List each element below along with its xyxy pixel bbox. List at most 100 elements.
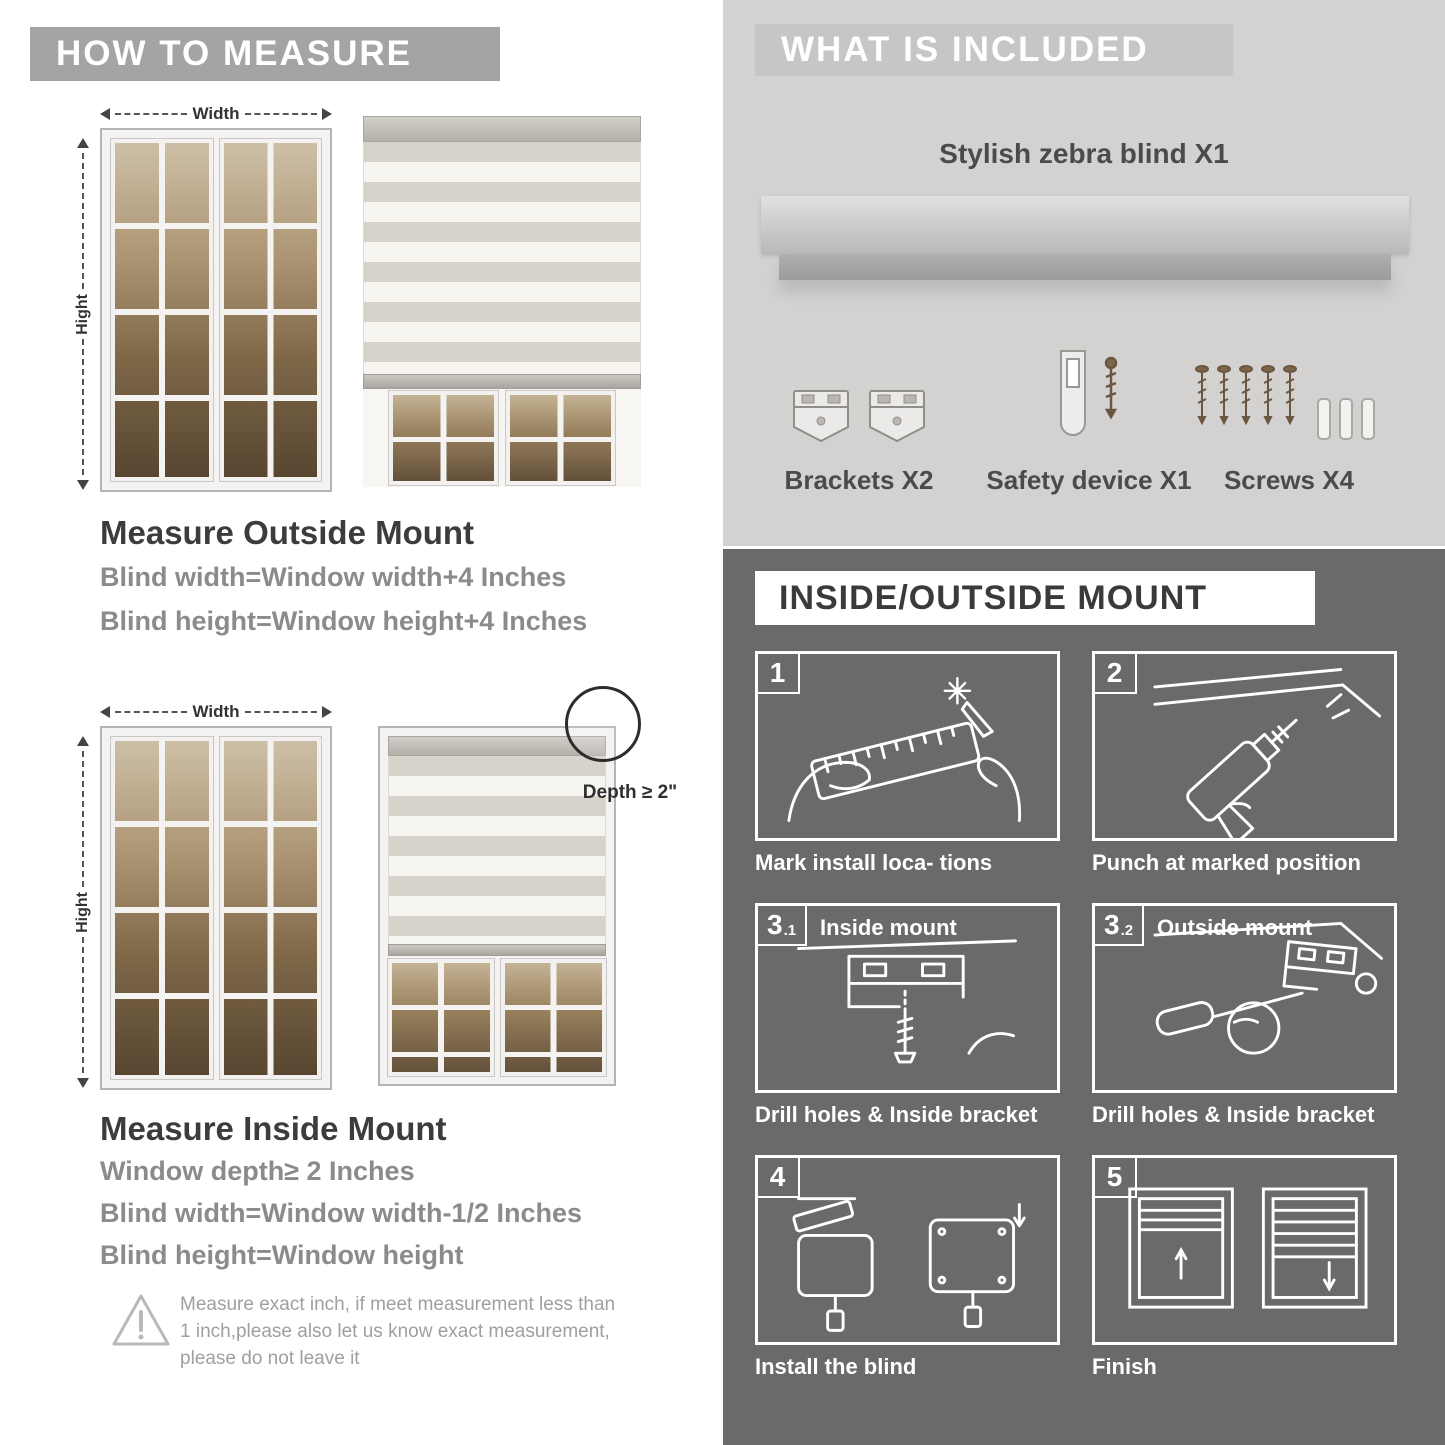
step-3-2-panel: 3.2 Outside mount — [1092, 903, 1397, 1093]
window-sash — [506, 391, 615, 485]
window-below-blind — [363, 389, 641, 487]
what-is-included-banner: WHAT IS INCLUDED — [755, 24, 1233, 76]
blind-bottom-rail — [388, 944, 606, 956]
how-to-measure-banner: HOW TO MEASURE — [30, 27, 500, 81]
what-is-included-section: WHAT IS INCLUDED Stylish zebra blind X1 — [723, 0, 1445, 546]
screw-icon — [1104, 356, 1118, 420]
step-4: 4 — [755, 1155, 1060, 1380]
step-3-1-panel: 3.1 Inside mount — [755, 903, 1060, 1093]
outside-mount-line1: Blind width=Window width+4 Inches — [100, 562, 567, 592]
step-number: 4 — [758, 1158, 800, 1198]
safety-device-item: Safety device X1 — [979, 334, 1199, 496]
step-number: 5 — [1095, 1158, 1137, 1198]
window-sash — [388, 959, 494, 1076]
inside-mount-line2: Blind width=Window width-1/2 Inches — [100, 1198, 583, 1228]
install-blind-illustration — [792, 1197, 1026, 1332]
bracket-icon — [793, 390, 849, 443]
anchor-icon — [1317, 398, 1375, 440]
measure-note: Measure exact inch, if meet measurement … — [180, 1294, 616, 1369]
mount-banner: INSIDE/OUTSIDE MOUNT — [755, 571, 1315, 625]
window-illustration — [100, 128, 332, 492]
step-1-panel: 1 — [755, 651, 1060, 841]
step-number: 3.2 — [1095, 906, 1145, 946]
zebra-stripes — [388, 756, 606, 944]
width-label: Width — [192, 702, 240, 721]
step-caption: Drill holes & Inside bracket — [755, 1102, 1038, 1127]
step-label: Inside mount — [820, 915, 957, 940]
blind-cassette — [363, 116, 641, 142]
zebra-blind-headrail-shadow — [779, 254, 1391, 280]
zebra-blind-inside-illustration — [378, 726, 616, 1086]
window-sash — [219, 737, 321, 1079]
step-number: 2 — [1095, 654, 1137, 694]
mount-instructions-section: INSIDE/OUTSIDE MOUNT 1 — [723, 546, 1445, 1445]
arrow-up-icon — [77, 736, 89, 746]
inside-mount-title: Measure Inside Mount — [100, 1110, 447, 1147]
height-arrow: Hight — [74, 138, 92, 490]
depth-label: Depth ≥ 2" — [582, 782, 678, 803]
blind-item-label: Stylish zebra blind X1 — [939, 138, 1229, 169]
warning-triangle-icon — [112, 1294, 170, 1346]
brackets-label: Brackets X2 — [784, 465, 934, 495]
zebra-blind-headrail — [761, 196, 1409, 254]
width-label: Width — [192, 104, 240, 123]
drill-illustration — [1153, 668, 1382, 838]
step-3-2: 3.2 Outside mount — [1092, 903, 1397, 1128]
step-caption: Mark install loca- tions — [755, 850, 993, 875]
inside-bracket-screw-illustration — [797, 939, 1017, 1064]
brackets-item: Brackets X2 — [749, 334, 969, 496]
outside-bracket-screwdriver-illustration — [1153, 921, 1383, 1055]
step-caption: Install the blind — [755, 1354, 917, 1379]
step-number: 1 — [758, 654, 800, 694]
step-5: 5 — [1092, 1155, 1397, 1380]
step-number: 3.1 — [758, 906, 808, 946]
outside-mount-line2: Blind height=Window height+4 Inches — [100, 606, 588, 636]
step-1: 1 — [755, 651, 1060, 876]
safety-device-icon — [1060, 350, 1118, 436]
bracket-icons — [788, 387, 930, 449]
zebra-stripes — [363, 142, 641, 374]
finish-blinds-illustration — [1128, 1187, 1368, 1309]
zebra-blind-outside-illustration — [363, 116, 641, 488]
step-2: 2 — [1092, 651, 1397, 876]
window-illustration — [100, 726, 332, 1090]
window-sash — [111, 139, 213, 481]
screws-label: Screws X4 — [1223, 465, 1355, 495]
ruler-marking-illustration — [787, 677, 1022, 823]
screws-item: Screws X4 — [1179, 334, 1399, 496]
screw-icons — [1194, 365, 1384, 449]
window-sash — [389, 391, 498, 485]
window-below-blind — [388, 956, 606, 1076]
step-3-1: 3.1 Inside mount — [755, 903, 1060, 1128]
arrow-left-icon — [100, 706, 110, 718]
inside-mount-line3: Blind height=Window height — [100, 1240, 464, 1270]
step-caption: Finish — [1092, 1354, 1157, 1379]
height-arrow: Hight — [74, 736, 92, 1088]
inside-window-figure: Width Hight — [74, 696, 336, 1098]
safety-device-label: Safety device X1 — [986, 465, 1192, 495]
outside-mount-title: Measure Outside Mount — [100, 514, 475, 551]
arrow-down-icon — [77, 480, 89, 490]
screws-and-anchors-icon — [1195, 365, 1375, 440]
bracket-icon — [869, 390, 925, 443]
step-2-panel: 2 — [1092, 651, 1397, 841]
height-label: Hight — [74, 891, 91, 933]
arrow-down-icon — [77, 1078, 89, 1088]
blind-bottom-rail — [363, 374, 641, 389]
step-caption: Drill holes & Inside bracket — [1092, 1102, 1375, 1127]
arrow-up-icon — [77, 138, 89, 148]
window-sash — [111, 737, 213, 1079]
step-4-panel: 4 — [755, 1155, 1060, 1345]
window-sash — [219, 139, 321, 481]
width-arrow: Width — [100, 702, 332, 721]
step-caption: Punch at marked position — [1092, 850, 1361, 875]
depth-callout-circle — [565, 686, 641, 762]
safety-device-icons — [1041, 345, 1137, 449]
arrow-right-icon — [322, 108, 332, 120]
arrow-left-icon — [100, 108, 110, 120]
step-5-panel: 5 — [1092, 1155, 1397, 1345]
height-label: Hight — [74, 293, 91, 335]
outside-window-figure: Width Hight — [74, 98, 336, 500]
arrow-right-icon — [322, 706, 332, 718]
